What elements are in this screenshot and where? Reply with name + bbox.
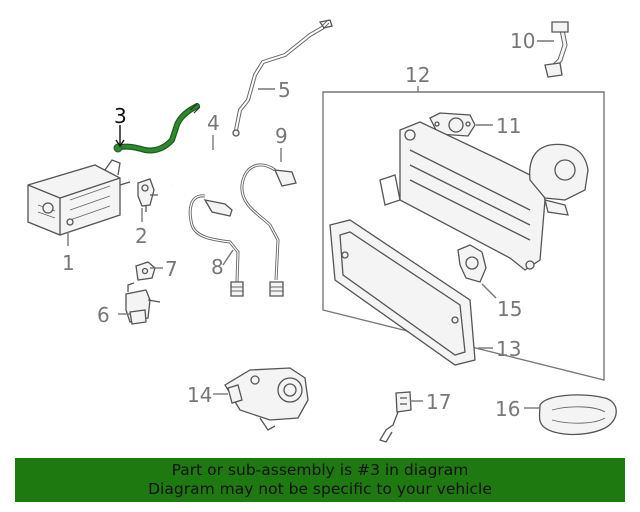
part-7-bracket — [135, 261, 156, 281]
callout-6: 6 — [97, 303, 110, 327]
part-4-pipe — [171, 147, 216, 186]
part-16-hose — [538, 394, 617, 436]
callout-10: 10 — [510, 29, 535, 53]
callout-16: 16 — [495, 397, 520, 421]
notice-line-1: Part or sub-assembly is #3 in diagram — [171, 461, 469, 479]
part-17-sensor — [379, 391, 412, 443]
part-8-sensor — [188, 194, 244, 297]
part-9-sensor — [240, 163, 297, 297]
notice-banner: Part or sub-assembly is #3 in diagram Di… — [15, 458, 625, 502]
part-3-hose — [113, 103, 201, 154]
part-2-valve — [137, 178, 158, 212]
assembly-12-frame — [322, 91, 605, 381]
callout-9: 9 — [275, 124, 288, 148]
callout-13: 13 — [496, 337, 521, 361]
leader-3-arrow — [115, 139, 125, 148]
part-1-canister — [27, 159, 131, 236]
part-10-pipe — [544, 21, 569, 78]
egr-cooler — [379, 121, 589, 271]
notice-line-2: Diagram may not be specific to your vehi… — [148, 480, 492, 498]
part-5-tube — [232, 19, 333, 137]
part-14-valve-assembly — [224, 367, 309, 431]
part-15-gasket — [457, 244, 487, 283]
callout-1: 1 — [62, 251, 75, 275]
leader-15 — [481, 283, 497, 299]
callout-14: 14 — [187, 383, 212, 407]
callout-8: 8 — [211, 255, 224, 279]
callout-11: 11 — [496, 114, 521, 138]
callout-17: 17 — [426, 390, 451, 414]
callout-5: 5 — [278, 78, 291, 102]
part-13-plate — [329, 219, 476, 366]
callout-7: 7 — [165, 257, 178, 281]
callout-12: 12 — [405, 63, 430, 87]
callout-4: 4 — [207, 111, 220, 135]
leader-8 — [222, 249, 234, 266]
callout-2: 2 — [135, 224, 148, 248]
callout-15: 15 — [497, 297, 522, 321]
part-6-solenoid — [125, 282, 161, 325]
callout-3: 3 — [114, 104, 127, 128]
parts-diagram: 1 2 3 4 5 6 7 8 9 10 11 12 13 14 15 16 1… — [27, 19, 617, 443]
